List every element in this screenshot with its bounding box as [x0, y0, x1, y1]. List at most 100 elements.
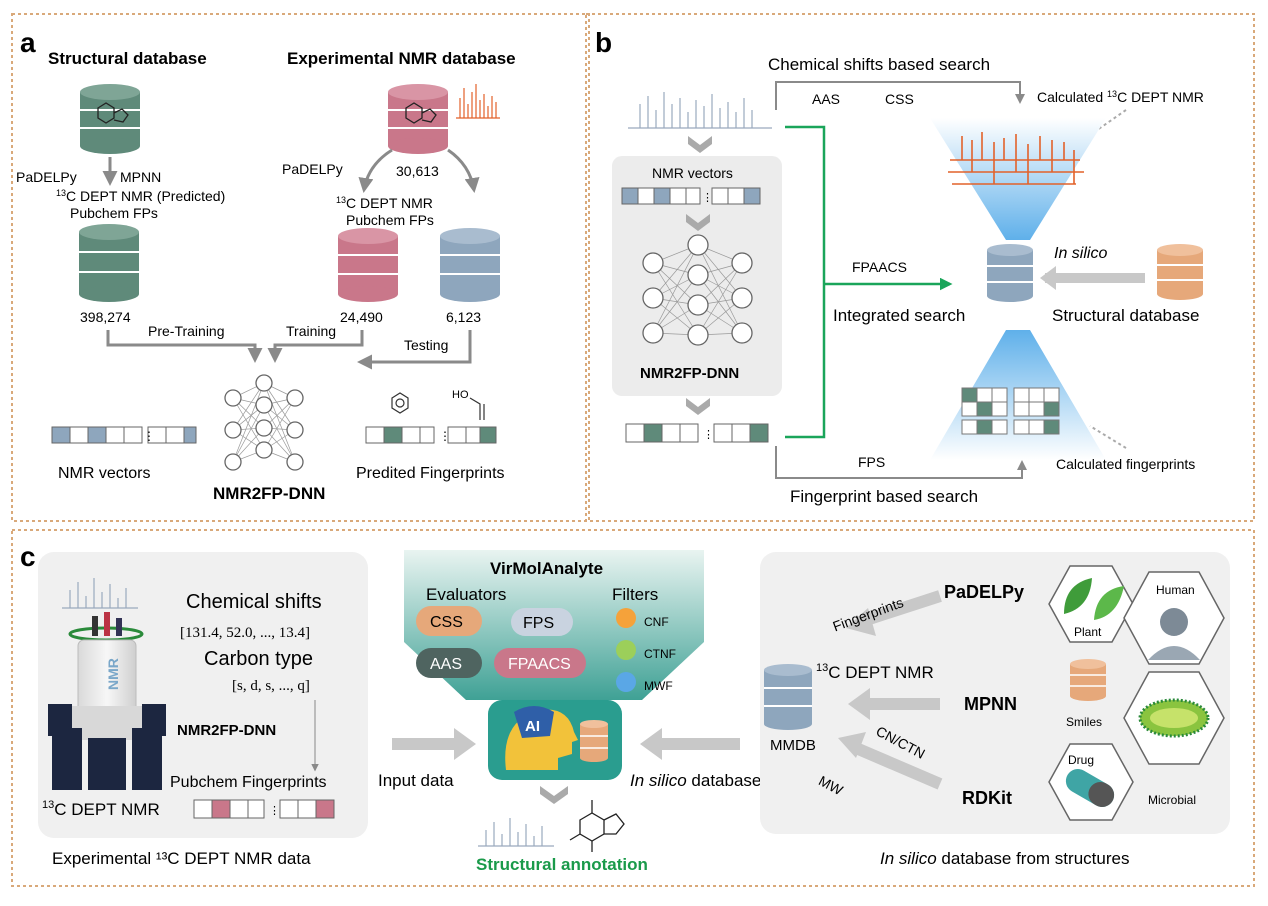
chevron-down-icon — [688, 136, 712, 153]
arrow-pretrain — [106, 330, 263, 363]
eval-fps-label: FPS — [523, 615, 554, 632]
arrow-experimental-left — [358, 148, 393, 193]
padelpy-left-label: PaDELPy — [16, 169, 77, 185]
ai-label: AI — [525, 718, 540, 735]
label-test: Testing — [404, 337, 448, 353]
smiles-db-icon — [1070, 659, 1106, 701]
model-name-a: NMR2FP-DNN — [213, 484, 325, 503]
pubchem-right-label: Pubchem FPs — [346, 212, 434, 228]
dept-label-c: 13C DEPT NMR — [42, 799, 160, 819]
filter-cnf-icon — [616, 608, 636, 628]
structural-annotation-label: Structural annotation — [476, 855, 648, 874]
nmr-vectors-label-a: NMR vectors — [58, 465, 150, 482]
eval-css-label: CSS — [430, 614, 463, 631]
input-arrow-head — [454, 728, 476, 760]
chevron-down-icon-3 — [686, 398, 710, 415]
fpaacs-label: FPAACS — [852, 259, 907, 275]
nmr-vector-bar-b — [621, 187, 761, 205]
fp-search-arrow — [775, 446, 1027, 479]
eval-fpaacs-label: FPAACS — [508, 656, 571, 673]
filter-icons — [616, 608, 636, 692]
experimental-db-title: Experimental NMR database — [287, 49, 516, 68]
nmr-spectrum-orange-icon — [456, 84, 500, 119]
in-silico-label-b: In silico — [1054, 245, 1107, 262]
in-silico-arrow-head — [1040, 266, 1056, 290]
input-spectrum-b — [628, 92, 772, 129]
mmdb-label: MMDB — [770, 737, 816, 754]
ai-db-icon — [580, 720, 608, 762]
fingerprint-bar-b — [625, 423, 769, 443]
fps-label: FPS — [858, 454, 885, 470]
vector-ellipsis-fp-a: ⋮ — [439, 429, 451, 443]
fingerprint-bar-c — [193, 799, 335, 819]
chem-shifts-values: [131.4, 52.0, ..., 13.4] — [180, 625, 310, 641]
in-silico-db-arrow-head — [640, 728, 662, 760]
model-name-c: NMR2FP-DNN — [177, 722, 276, 739]
panel-a-border — [11, 13, 590, 522]
structural-db-icon — [80, 84, 140, 154]
callout-fp-line — [1089, 425, 1127, 449]
evaluators-label: Evaluators — [426, 585, 506, 604]
mmdb-icon — [764, 664, 812, 730]
label-pretrain: Pre-Training — [148, 323, 225, 339]
hexagon-microbial — [1123, 671, 1225, 765]
caffeine-molecule-icon — [569, 800, 625, 852]
mpnn-arrow — [848, 688, 940, 720]
chem-shift-search-arrow — [775, 81, 1025, 110]
eval-fpaacs-pill — [494, 648, 586, 678]
panel-b: b Chemical shifts based search AAS CSS C… — [585, 13, 1255, 522]
calc-dept-label: Calculated 13C DEPT NMR — [1037, 89, 1204, 105]
chevron-down-icon-c — [540, 786, 568, 804]
panel-c-border — [11, 529, 1255, 887]
leaf-icon-2 — [1094, 586, 1124, 620]
smiles-label: Smiles — [1066, 715, 1102, 729]
input-data-label: Input data — [378, 771, 454, 790]
input-spectrum-c — [62, 578, 138, 609]
hexagon-plant — [1048, 565, 1134, 643]
structural-db-center-icon — [987, 244, 1033, 302]
count-train: 24,490 — [340, 309, 383, 325]
neural-network-a — [224, 374, 304, 471]
vinyl-alcohol-icon — [469, 397, 485, 420]
pubchem-fps-label: Pubchem Fingerprints — [170, 774, 327, 791]
fingerprint-bar-a — [365, 426, 497, 444]
arrow-test — [357, 330, 472, 370]
pretrain-db-icon — [79, 224, 139, 302]
chevron-down-icon-2 — [686, 214, 710, 231]
dept-predicted-label: 13C DEPT NMR (Predicted) — [56, 188, 225, 204]
green-bracket — [785, 125, 826, 439]
label-train: Training — [286, 323, 336, 339]
vector-ellipsis-b: ⋮ — [702, 192, 713, 204]
aas-label: AAS — [812, 91, 840, 107]
evaluator-pills — [416, 606, 586, 678]
hourglass-top — [930, 118, 1106, 240]
padelpy-label-c: PaDELPy — [944, 582, 1024, 602]
structural-db-label-b: Structural database — [1052, 306, 1199, 325]
human-body-icon — [1148, 646, 1200, 660]
drug-label: Drug — [1068, 753, 1094, 767]
right-caption: In silico database from structures — [880, 849, 1129, 868]
panel-c: c NMR Chemical shifts [131.4, 52.0, ...,… — [11, 529, 1255, 887]
fingerprints-arrow — [846, 590, 942, 636]
eval-aas-pill — [416, 648, 482, 678]
nmr-vectors-label-b: NMR vectors — [652, 165, 733, 181]
hexagon-drug — [1048, 743, 1134, 821]
calc-fingerprints-grid — [961, 387, 1060, 435]
dept-label-right: 13C DEPT NMR — [816, 662, 934, 682]
train-db-icon — [338, 228, 398, 302]
filters-label: Filters — [612, 585, 658, 604]
experimental-db-icon — [388, 84, 448, 154]
human-head-icon — [1160, 608, 1188, 636]
benzene-icon — [391, 392, 409, 414]
filter-ctnf-icon — [616, 640, 636, 660]
filter-mwf-icon — [616, 672, 636, 692]
exp-caption: Experimental ¹³C DEPT NMR data — [52, 849, 311, 868]
vector-ellipsis-fp-b: ⋮ — [703, 429, 714, 441]
css-label: CSS — [885, 91, 914, 107]
vector-ellipsis-c: ⋮ — [269, 805, 280, 817]
arrow-experimental-right — [447, 148, 480, 193]
filter-ctnf-label: CTNF — [644, 647, 676, 661]
leaf-icon — [1064, 578, 1092, 614]
test-db-icon — [440, 228, 500, 302]
